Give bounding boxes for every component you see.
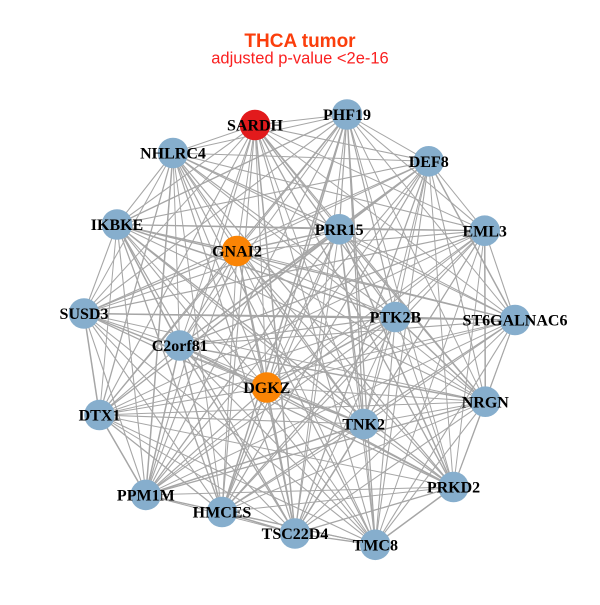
svg-text:TSC22D4: TSC22D4 — [262, 526, 329, 543]
svg-text:C2orf81: C2orf81 — [152, 338, 208, 355]
svg-text:adjusted p-value <2e-16: adjusted p-value <2e-16 — [211, 49, 389, 67]
svg-text:NHLRC4: NHLRC4 — [140, 146, 206, 163]
svg-text:HMCES: HMCES — [193, 505, 252, 522]
svg-text:NRGN: NRGN — [462, 394, 510, 411]
svg-text:SUSD3: SUSD3 — [60, 306, 109, 323]
svg-text:ST6GALNAC6: ST6GALNAC6 — [463, 313, 568, 330]
svg-text:DEF8: DEF8 — [409, 154, 449, 171]
svg-text:PHF19: PHF19 — [323, 107, 371, 124]
svg-text:THCA tumor: THCA tumor — [244, 31, 356, 52]
svg-text:DGKZ: DGKZ — [243, 380, 290, 397]
svg-text:SARDH: SARDH — [227, 118, 284, 135]
svg-text:TMC8: TMC8 — [353, 537, 398, 554]
svg-text:PRR15: PRR15 — [315, 222, 364, 239]
svg-text:GNAI2: GNAI2 — [212, 244, 262, 261]
svg-text:IKBKE: IKBKE — [91, 217, 143, 234]
svg-text:PRKD2: PRKD2 — [427, 480, 480, 497]
svg-text:DTX1: DTX1 — [79, 408, 121, 425]
svg-text:TNK2: TNK2 — [342, 417, 385, 434]
svg-text:PPM1M: PPM1M — [117, 488, 175, 505]
svg-text:PTK2B: PTK2B — [370, 310, 422, 327]
svg-text:EML3: EML3 — [462, 223, 506, 240]
